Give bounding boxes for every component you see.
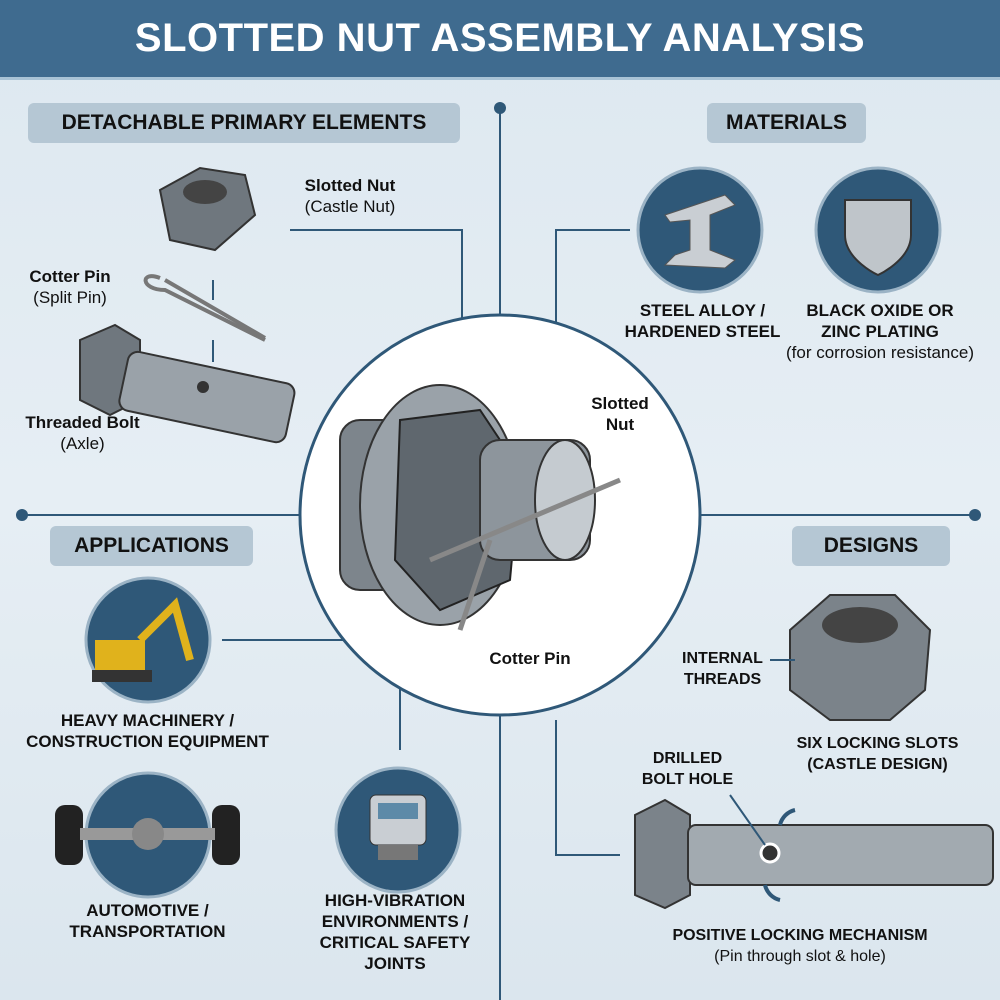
- center-label-cotter-pin: Cotter Pin: [489, 649, 571, 668]
- application-automotive: AUTOMOTIVE / TRANSPORTATION: [40, 900, 255, 942]
- line: Nut: [605, 415, 635, 434]
- line: HARDENED STEEL: [624, 322, 781, 341]
- line: THREADS: [683, 671, 762, 688]
- line: CONSTRUCTION EQUIPMENT: [26, 732, 269, 751]
- page-title: SLOTTED NUT ASSEMBLY ANALYSIS: [134, 16, 866, 60]
- axle-icon: [55, 771, 240, 899]
- section-label-materials: MATERIALS: [707, 103, 866, 143]
- alt-name: (Split Pin): [33, 288, 107, 307]
- shield-icon: [814, 166, 942, 294]
- line: HIGH-VIBRATION: [324, 891, 466, 910]
- label-cotter-pin: Cotter Pin (Split Pin): [5, 266, 135, 308]
- line: (CASTLE DESIGN): [807, 756, 948, 773]
- line: POSITIVE LOCKING MECHANISM: [672, 927, 928, 944]
- design-six-slots: SIX LOCKING SLOTS (CASTLE DESIGN): [765, 733, 990, 775]
- material-steel: STEEL ALLOY / HARDENED STEEL: [620, 300, 785, 342]
- line: CRITICAL SAFETY: [319, 933, 471, 952]
- cotter-pin-icon: [143, 274, 267, 342]
- line: BOLT HOLE: [641, 771, 734, 788]
- steel-beam-icon: [636, 166, 764, 294]
- name: Slotted Nut: [304, 176, 396, 195]
- header-banner: [0, 0, 1000, 80]
- line: STEEL ALLOY /: [639, 301, 766, 320]
- line: ZINC PLATING: [821, 322, 939, 341]
- label-slotted-nut: Slotted Nut (Castle Nut): [285, 175, 415, 217]
- line: SIX LOCKING SLOTS: [796, 735, 959, 752]
- section-label-detachable: DETACHABLE PRIMARY ELEMENTS: [28, 103, 460, 143]
- threaded-bolt-icon: [79, 323, 296, 444]
- line: HEAVY MACHINERY /: [60, 711, 235, 730]
- design-internal-threads: INTERNAL THREADS: [665, 648, 780, 690]
- assembly-illustration: [339, 384, 621, 631]
- excavator-icon: [84, 576, 212, 704]
- application-heavy-machinery: HEAVY MACHINERY / CONSTRUCTION EQUIPMENT: [5, 710, 290, 752]
- line: Slotted: [591, 394, 649, 413]
- line: ENVIRONMENTS /: [321, 912, 469, 931]
- line: JOINTS: [364, 954, 426, 973]
- note: (Pin through slot & hole): [714, 948, 886, 965]
- label-threaded-bolt: Threaded Bolt (Axle): [10, 412, 155, 454]
- name: Cotter Pin: [29, 267, 111, 286]
- design-locking-mechanism: POSITIVE LOCKING MECHANISM (Pin through s…: [630, 925, 970, 967]
- line: BLACK OXIDE OR: [806, 301, 954, 320]
- material-coating: BLACK OXIDE OR ZINC PLATING (for corrosion…: [770, 300, 990, 363]
- castle-nut-icon: [770, 594, 932, 721]
- line: INTERNAL: [682, 650, 763, 667]
- node-dot: [494, 102, 506, 114]
- application-high-vibration: HIGH-VIBRATION ENVIRONMENTS / CRITICAL SAF…: [300, 890, 490, 974]
- name: Threaded Bolt: [25, 413, 140, 432]
- slotted-nut-icon: [158, 166, 257, 252]
- alt-name: (Axle): [60, 434, 105, 453]
- line: DRILLED: [652, 750, 723, 767]
- design-drilled-hole: DRILLED BOLT HOLE: [630, 748, 745, 790]
- line: AUTOMOTIVE /: [86, 901, 209, 920]
- note: (for corrosion resistance): [785, 343, 974, 362]
- section-label-applications: APPLICATIONS: [50, 526, 253, 566]
- vibration-gauge-icon: [334, 766, 462, 894]
- drilled-bolt-icon: [634, 794, 994, 910]
- section-label-designs: DESIGNS: [792, 526, 950, 566]
- line: TRANSPORTATION: [69, 922, 226, 941]
- alt-name: (Castle Nut): [304, 197, 396, 216]
